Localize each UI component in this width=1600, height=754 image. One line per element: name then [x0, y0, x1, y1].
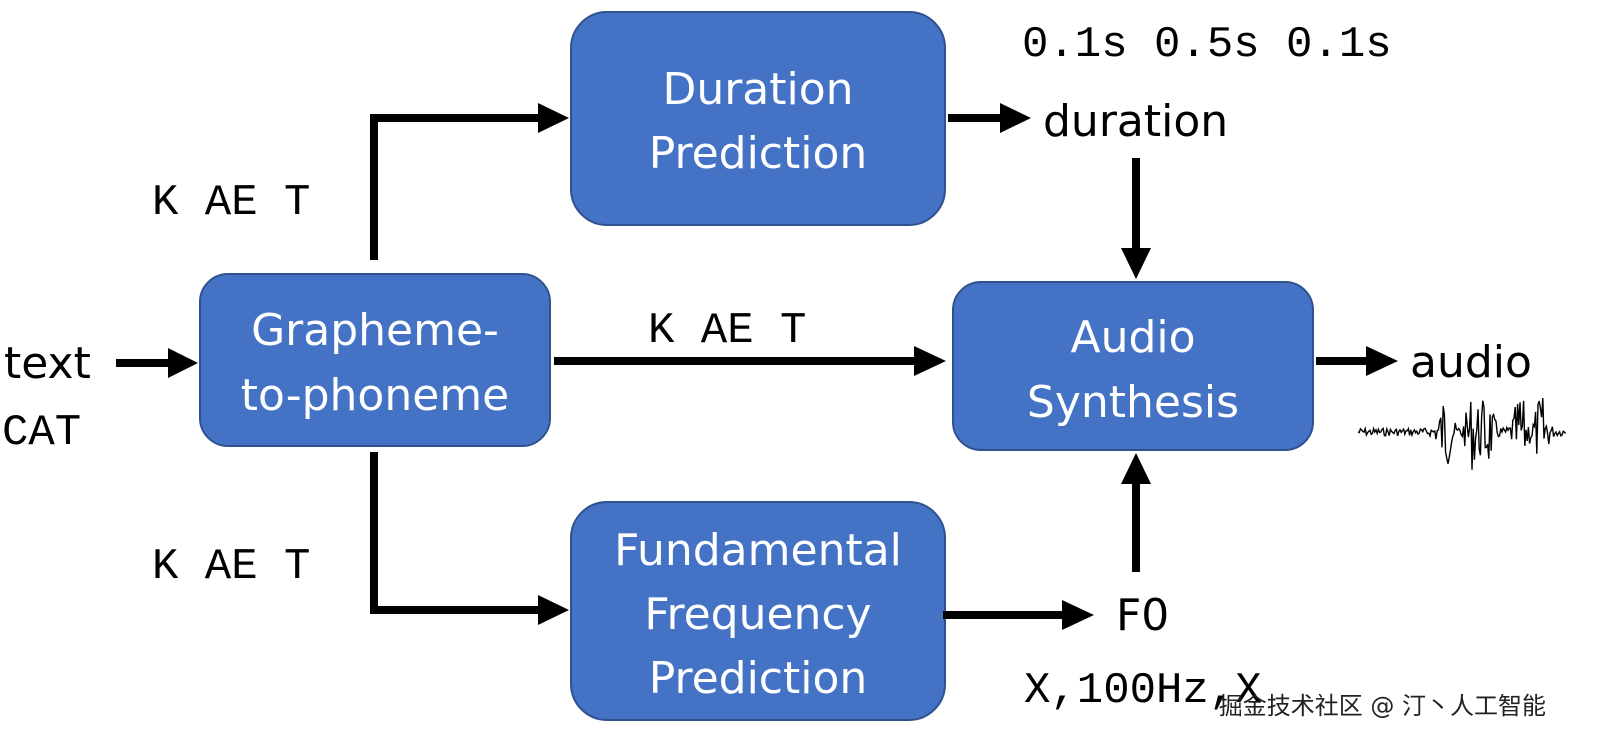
fundamental-frequency-prediction-box: Fundamental Frequency Prediction — [570, 501, 946, 721]
arrow-f0-to-synthesis — [1121, 453, 1151, 572]
text-input-label: text — [4, 338, 91, 389]
phonemes-bottom-label: K AE T — [152, 542, 310, 592]
f0-values-label: X,100Hz,X — [1024, 666, 1262, 716]
grapheme-to-phoneme-box: Grapheme- to-phoneme — [199, 273, 551, 447]
phonemes-middle-label: K AE T — [648, 306, 806, 356]
arrow-f0-box-to-output — [943, 600, 1094, 630]
audio-output-label: audio — [1410, 337, 1532, 388]
g2p-box-line2: to-phoneme — [241, 370, 510, 421]
f0-output-label: F0 — [1116, 590, 1169, 641]
f0-box-line3: Prediction — [649, 653, 868, 704]
synthesis-box-line2: Synthesis — [1027, 377, 1239, 428]
arrow-text-to-g2p — [116, 348, 198, 378]
f0-box-line1: Fundamental — [614, 525, 902, 576]
duration-box-line2: Prediction — [649, 128, 868, 179]
f0-box-line2: Frequency — [644, 589, 871, 640]
audio-synthesis-box: Audio Synthesis — [952, 281, 1314, 451]
watermark-label: 掘金技术社区 @ 汀丶人工智能 — [1219, 692, 1546, 720]
arrow-g2p-to-duration — [370, 103, 569, 260]
duration-values-label: 0.1s 0.5s 0.1s — [1022, 20, 1392, 70]
arrow-synthesis-to-audio — [1316, 346, 1398, 376]
arrow-g2p-to-synthesis — [554, 346, 946, 376]
duration-prediction-box: Duration Prediction — [570, 11, 946, 226]
duration-box-line1: Duration — [662, 64, 853, 115]
duration-output-label: duration — [1043, 96, 1228, 147]
phonemes-top-label: K AE T — [152, 178, 310, 228]
arrow-duration-to-synthesis — [1121, 158, 1151, 279]
synthesis-box-line1: Audio — [1070, 312, 1195, 363]
text-example-label: CAT — [2, 408, 81, 458]
audio-waveform-icon — [1357, 398, 1567, 470]
arrow-g2p-to-f0 — [370, 452, 569, 625]
g2p-box-line1: Grapheme- — [251, 305, 499, 356]
arrow-duration-box-to-output — [948, 103, 1031, 133]
